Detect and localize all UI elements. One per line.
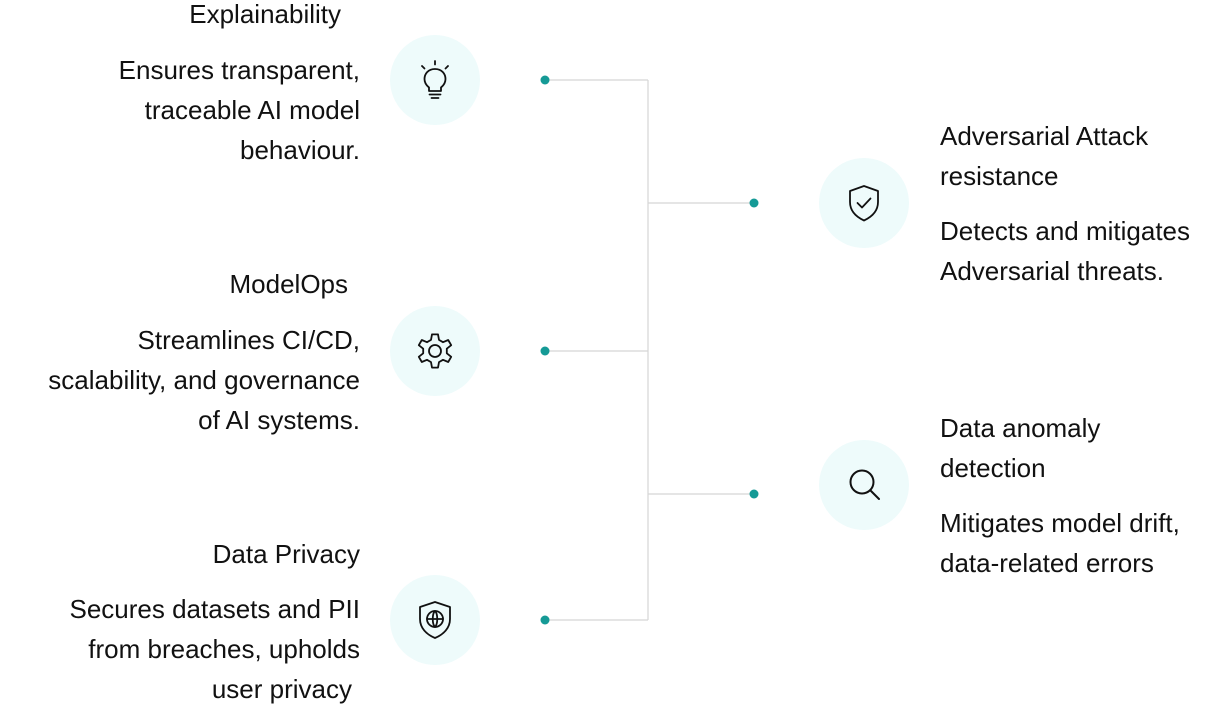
dot-modelops <box>540 346 550 356</box>
adversarial-desc-line: Detects and mitigates <box>940 216 1191 246</box>
adversarial-description: Detects and mitigates Adversarial threat… <box>940 211 1229 291</box>
anomaly-description: Mitigates model drift, data-related erro… <box>940 503 1229 583</box>
anomaly-desc-line: data-related errors <box>940 548 1154 578</box>
explainability-desc-line: behaviour. <box>240 135 360 165</box>
anomaly-desc-line: Mitigates model drift, <box>940 508 1180 538</box>
anomaly-icon-badge <box>819 440 909 530</box>
explainability-description: Ensures transparent, traceable AI model … <box>0 50 360 170</box>
anomaly-title: Data anomaly detection <box>940 408 1100 488</box>
magnifier-icon <box>849 469 880 500</box>
anomaly-title-line: Data anomaly <box>940 413 1101 443</box>
modelops-icon-badge <box>390 306 480 396</box>
data-privacy-description: Secures datasets and PII from breaches, … <box>0 589 360 709</box>
data-privacy-icon-badge <box>390 575 480 665</box>
modelops-description: Streamlines CI/CD, scalability, and gove… <box>0 320 360 440</box>
dot-adversarial <box>749 198 759 208</box>
modelops-title: ModelOps <box>229 269 349 299</box>
dot-data-privacy <box>540 615 550 625</box>
explainability-title: Explainability <box>189 0 341 29</box>
data-privacy-desc-line: from breaches, upholds <box>88 634 360 664</box>
explainability-icon-badge <box>390 35 480 125</box>
data-privacy-desc-line: user privacy <box>211 674 352 704</box>
adversarial-title: Adversarial Attack resistance <box>940 116 1148 196</box>
adversarial-icon-badge <box>819 158 909 248</box>
globe-shield-icon <box>419 601 451 639</box>
anomaly-title-line: detection <box>940 453 1046 483</box>
modelops-desc-line: of AI systems. <box>198 405 360 435</box>
gear-icon <box>417 333 453 369</box>
adversarial-desc-line: Adversarial threats. <box>940 256 1164 286</box>
modelops-desc-line: scalability, and governance <box>48 365 360 395</box>
shield-check-icon <box>849 185 879 222</box>
explainability-desc-line: Ensures transparent, <box>118 55 360 85</box>
data-privacy-desc-line: Secures datasets and PII <box>69 594 360 624</box>
dot-anomaly <box>749 489 759 499</box>
adversarial-title-line: Adversarial Attack <box>940 121 1149 151</box>
dot-explainability <box>540 75 550 85</box>
explainability-desc-line: traceable AI model <box>144 95 360 125</box>
data-privacy-title: Data Privacy <box>212 539 360 569</box>
modelops-desc-line: Streamlines CI/CD, <box>137 325 361 355</box>
adversarial-title-line: resistance <box>940 161 1059 191</box>
lightbulb-icon <box>421 60 449 99</box>
